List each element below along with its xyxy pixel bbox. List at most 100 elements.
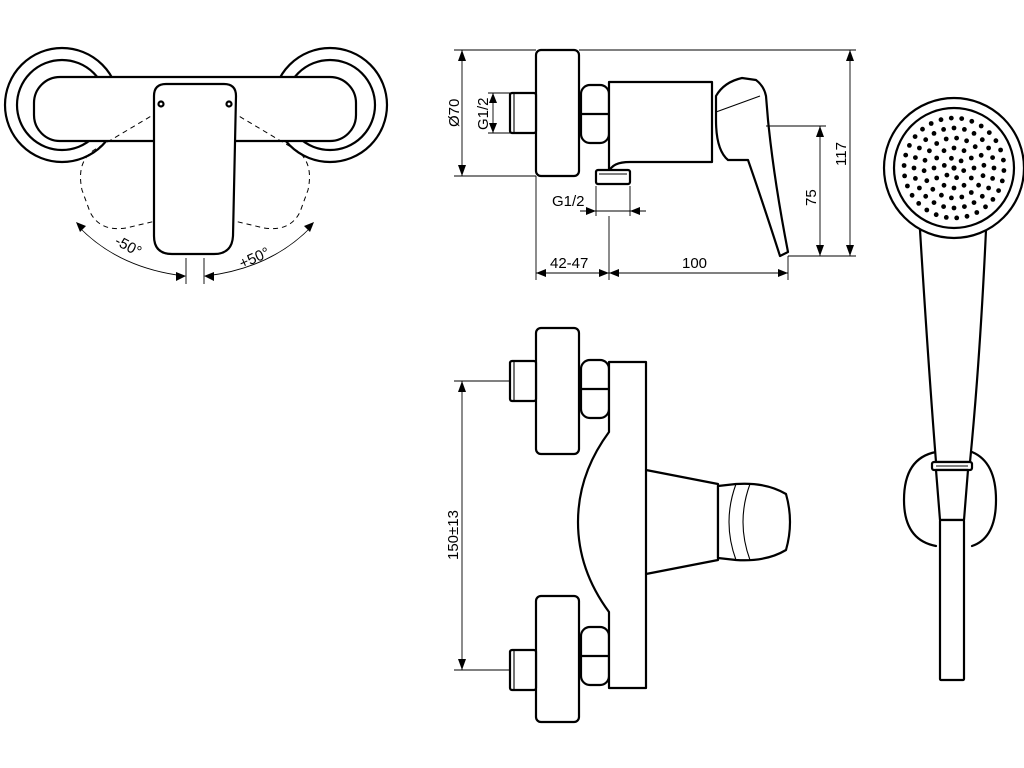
shower-nozzle	[933, 212, 939, 218]
shower-nozzle	[986, 185, 991, 191]
shower-nozzle	[991, 165, 997, 171]
shower-nozzle	[944, 172, 950, 178]
front-view-nut-bottom	[579, 625, 611, 687]
shower-nozzle	[917, 145, 922, 151]
shower-nozzle	[990, 197, 996, 202]
shower-nozzle	[913, 176, 918, 181]
shower-nozzle	[959, 116, 965, 121]
front-view-body	[576, 360, 720, 690]
shower-nozzle	[951, 145, 957, 151]
shower-nozzle	[958, 158, 964, 164]
shower-nozzle	[920, 126, 925, 132]
shower-nozzle	[971, 131, 977, 136]
shower-nozzle	[939, 192, 944, 198]
shower-nozzle	[951, 185, 957, 191]
shower-nozzle	[912, 134, 918, 140]
shower-nozzle	[996, 188, 1001, 194]
shower-nozzle	[964, 138, 969, 144]
shower-nozzle	[983, 204, 988, 210]
shower-nozzle	[1001, 157, 1006, 163]
diameter-label: Ø70	[446, 99, 463, 127]
shower-nozzle	[905, 183, 910, 189]
side-view-outlet	[594, 168, 632, 186]
shower-hose	[938, 518, 966, 682]
lever-rotation-outline-left	[80, 111, 161, 230]
side-view-body	[607, 80, 714, 174]
shower-nozzle	[941, 163, 947, 168]
shower-nozzle	[990, 176, 995, 181]
shower-nozzle	[951, 125, 957, 131]
shower-nozzle	[974, 210, 980, 215]
shower-nozzle	[951, 205, 957, 211]
shower-nozzle	[931, 200, 937, 206]
shower-nozzle	[924, 178, 930, 184]
side-view-rosette	[534, 48, 581, 178]
shower-nozzle	[921, 168, 927, 174]
shower-nozzle	[978, 123, 984, 129]
shower-nozzle	[931, 131, 937, 136]
height-lever-label: 75	[803, 189, 820, 206]
shower-nozzle	[1001, 168, 1007, 173]
shower-nozzle	[979, 193, 985, 199]
shower-nozzle	[999, 178, 1005, 184]
shower-nozzle	[913, 155, 918, 161]
shower-nozzle	[998, 147, 1003, 153]
front-view-nut-top	[579, 358, 611, 420]
front-view-rosette-top	[534, 326, 581, 456]
shower-nozzle	[971, 200, 977, 206]
shower-nozzle	[972, 144, 978, 150]
shower-nozzle	[962, 204, 967, 210]
depth-body-label: 100	[682, 255, 707, 272]
shower-nozzle	[941, 204, 946, 210]
thread-bottom-label: G1/2	[552, 193, 585, 210]
shower-nozzle	[954, 135, 959, 141]
shower-nozzle	[954, 215, 960, 221]
shower-nozzle	[909, 192, 915, 198]
depth-wall-label: 42-47	[550, 255, 588, 272]
shower-nozzle	[922, 157, 928, 163]
shower-nozzle	[954, 175, 959, 181]
front-view-inlet-bottom	[508, 648, 538, 692]
shower-nozzle	[976, 182, 981, 188]
shower-nozzle	[911, 165, 917, 171]
shower-nozzle	[962, 126, 967, 132]
shower-nozzle	[928, 121, 934, 126]
shower-nozzle	[980, 173, 986, 179]
shower-nozzle	[938, 117, 944, 123]
front-view-inlet-top	[508, 359, 538, 403]
shower-nozzle	[968, 155, 974, 161]
shower-nozzle	[931, 165, 937, 171]
front-view-rosette-bottom	[534, 594, 581, 724]
side-view: Ø70 G1/2 G1/2 117 75	[446, 48, 856, 280]
shower-connector	[934, 468, 970, 522]
shower-nozzle	[941, 126, 946, 132]
shower-nozzle	[941, 182, 947, 188]
shower-nozzle	[959, 194, 965, 200]
shower-nozzle	[979, 137, 985, 143]
shower-nozzle	[951, 165, 957, 171]
rotation-arc-left	[77, 225, 185, 277]
shower-nozzle	[930, 186, 936, 192]
shower-nozzle	[901, 163, 907, 168]
shower-nozzle	[986, 130, 992, 136]
shower-nozzle	[986, 145, 991, 151]
shower-nozzle	[924, 207, 930, 213]
shower-nozzle	[923, 193, 929, 199]
shower-nozzle	[969, 118, 975, 124]
rotation-arc-right	[205, 225, 313, 277]
shower-nozzle	[971, 165, 977, 171]
shower-nozzle	[927, 148, 932, 154]
height-total-label: 117	[833, 142, 850, 166]
side-view-nut	[579, 83, 611, 145]
shower-nozzle	[948, 115, 954, 121]
shower-nozzle	[943, 136, 949, 142]
shower-nozzle	[934, 155, 940, 161]
shower-nozzle	[990, 155, 995, 161]
shower-nozzle	[949, 155, 954, 161]
top-view: -50° +50°	[3, 46, 389, 284]
centers-label: 150±13	[445, 510, 462, 560]
shower-nozzle	[968, 175, 974, 181]
hand-shower	[882, 96, 1024, 682]
shower-nozzle	[964, 213, 970, 219]
